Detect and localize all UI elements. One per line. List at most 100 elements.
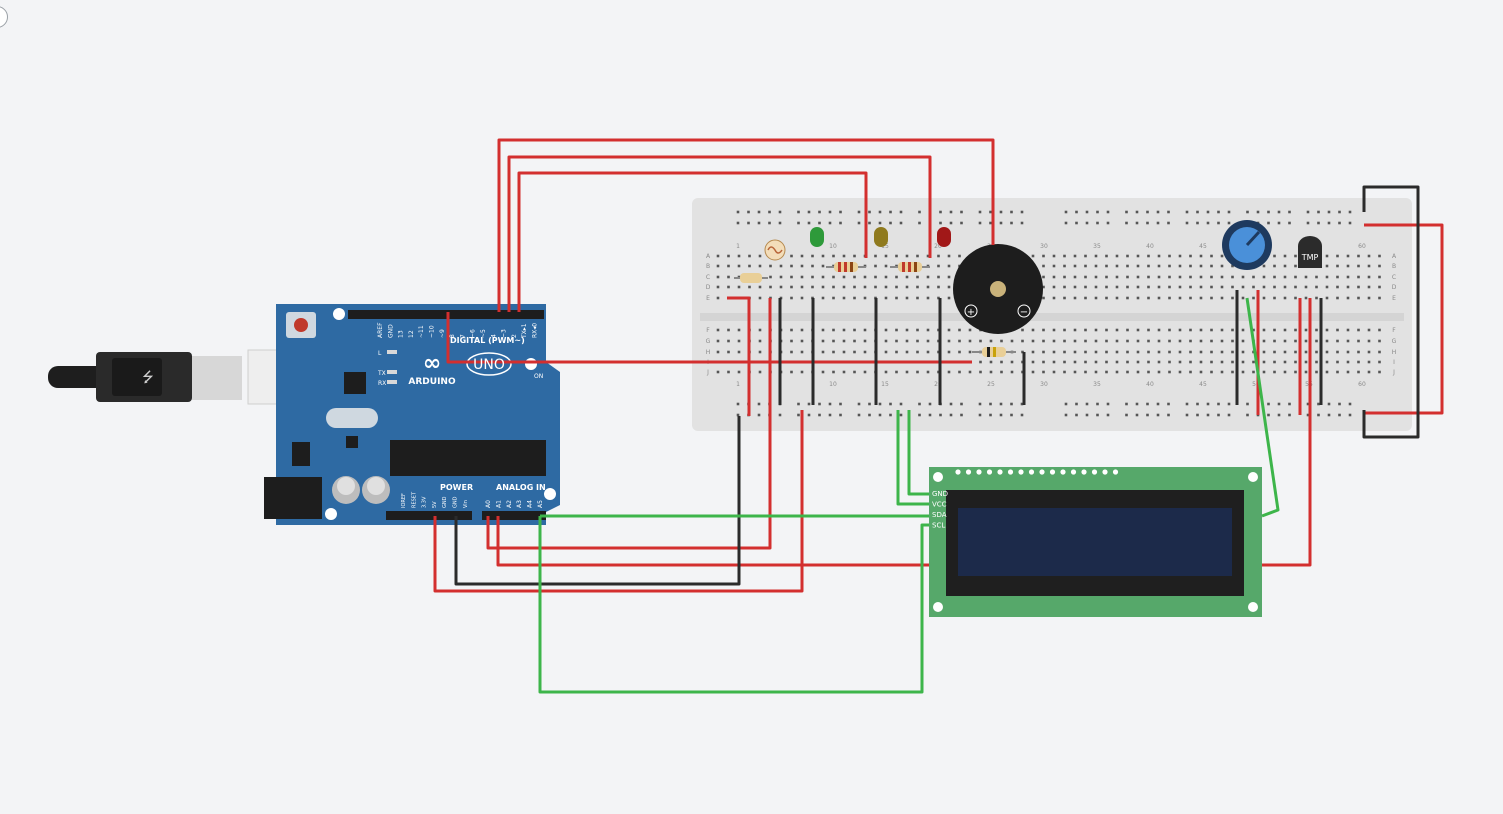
wire-red[interactable] xyxy=(1364,223,1444,415)
row-letter: D xyxy=(1392,284,1397,291)
analog-header-label: ANALOG IN xyxy=(496,483,546,492)
lcd-pin-label: VCC xyxy=(932,501,947,509)
resistor-3[interactable] xyxy=(890,262,930,272)
wire-black[interactable] xyxy=(454,416,741,586)
arduino-pin-label: ~10 xyxy=(429,325,436,338)
arduino-pin-label: ~11 xyxy=(418,325,425,338)
row-letter: E xyxy=(1392,295,1396,302)
row-letter: J xyxy=(1392,369,1395,376)
column-number: 10 xyxy=(829,243,837,250)
arduino-pin-label: ~5 xyxy=(480,329,487,338)
arduino-pin-label: ~9 xyxy=(439,329,446,338)
arduino-led-label: RX xyxy=(378,380,386,387)
arduino-pin-label: GND xyxy=(387,324,394,338)
column-number: 20 xyxy=(934,243,942,250)
arduino-uno-board[interactable]: ∞ xyxy=(264,304,560,525)
piezo-buzzer[interactable]: + − xyxy=(953,244,1043,334)
row-letter: B xyxy=(1392,263,1396,270)
wires[interactable] xyxy=(433,138,1444,694)
resistor-2[interactable] xyxy=(826,262,866,272)
on-led-label: ON xyxy=(534,373,543,380)
column-number: 30 xyxy=(1040,381,1048,388)
row-letter: A xyxy=(706,253,711,260)
wire-red[interactable] xyxy=(486,298,772,550)
wire-red[interactable] xyxy=(1262,298,1312,567)
svg-text:⭍: ⭍ xyxy=(142,370,154,386)
potentiometer[interactable] xyxy=(1222,220,1272,270)
arduino-pin-label: AREF xyxy=(377,322,384,338)
photoresistor[interactable] xyxy=(764,239,786,261)
wire-black[interactable] xyxy=(1362,185,1420,439)
wire-red[interactable] xyxy=(496,516,929,567)
row-letter: C xyxy=(1392,274,1396,281)
arduino-pin-label: RESET xyxy=(411,491,417,508)
arduino-brand-label: ARDUINO xyxy=(408,377,456,387)
arduino-pin-label: 12 xyxy=(408,330,415,338)
breadboard[interactable]: 1155101015152020252530303535404045455050… xyxy=(692,198,1412,431)
lcd-pin-label: GND xyxy=(932,490,948,498)
arduino-pin-label: ~3 xyxy=(501,329,508,338)
arduino-pin-label: A2 xyxy=(506,500,513,508)
column-number: 45 xyxy=(1199,381,1207,388)
arduino-pin-label: A5 xyxy=(537,500,544,508)
column-number: 60 xyxy=(1358,243,1366,250)
column-number: 1 xyxy=(736,243,740,250)
column-number: 35 xyxy=(1093,381,1101,388)
column-number: 1 xyxy=(736,381,740,388)
lcd-pin-label: SDA xyxy=(932,511,947,519)
wire-red[interactable] xyxy=(517,171,868,312)
row-letter: H xyxy=(706,349,711,356)
arduino-pin-label: GND xyxy=(453,496,459,508)
wire-green[interactable] xyxy=(907,410,929,496)
arduino-pin-label: 5V xyxy=(432,501,438,508)
temperature-sensor[interactable]: TMP xyxy=(1298,236,1322,268)
arduino-pin-label: 7 xyxy=(459,334,466,338)
led-red[interactable] xyxy=(937,227,951,247)
wire-green[interactable] xyxy=(896,410,929,506)
row-letter: C xyxy=(706,274,710,281)
wire-red[interactable] xyxy=(433,410,804,593)
wire-red[interactable] xyxy=(446,312,972,364)
column-number: 15 xyxy=(881,243,889,250)
row-letter: G xyxy=(1392,338,1397,345)
temperature-sensor-label: TMP xyxy=(1301,253,1319,262)
digital-header-label: DIGITAL (PWM~) xyxy=(450,336,525,345)
row-letter: H xyxy=(1392,349,1397,356)
arduino-pin-label: Vin xyxy=(463,500,469,508)
resistor-4[interactable] xyxy=(972,347,1016,357)
arduino-pin-label: 3.3V xyxy=(422,496,428,508)
column-number: 40 xyxy=(1146,243,1154,250)
arduino-pin-label: 8 xyxy=(449,334,456,338)
wire-red[interactable] xyxy=(497,138,995,312)
column-number: 50 xyxy=(1252,381,1260,388)
led-green[interactable] xyxy=(810,227,824,247)
arduino-pin-label: A4 xyxy=(527,500,534,508)
resistor-1[interactable] xyxy=(734,273,768,283)
row-letter: F xyxy=(1392,327,1396,334)
column-number: 25 xyxy=(987,381,995,388)
wire-red[interactable] xyxy=(507,155,932,312)
column-number: 35 xyxy=(1093,243,1101,250)
row-letter: J xyxy=(706,369,709,376)
arduino-pin-label: 2 xyxy=(511,334,518,338)
column-number: 45 xyxy=(1199,243,1207,250)
wire-red[interactable] xyxy=(727,296,751,416)
arduino-pin-label: 13 xyxy=(398,330,405,338)
svg-text:+: + xyxy=(967,307,975,318)
led-yellow[interactable] xyxy=(874,227,888,247)
row-letter: G xyxy=(706,338,711,345)
wire-green[interactable] xyxy=(538,516,929,694)
arduino-pin-label: IOREF xyxy=(401,493,407,508)
row-letter: B xyxy=(706,263,710,270)
column-number: 10 xyxy=(829,381,837,388)
arduino-pin-label: 4 xyxy=(490,334,497,338)
column-number: 40 xyxy=(1146,381,1154,388)
arduino-pin-label: A3 xyxy=(516,500,523,508)
arduino-led-label: L xyxy=(378,350,382,357)
wire-green[interactable] xyxy=(1245,297,1280,518)
row-letter: E xyxy=(706,295,710,302)
arduino-pin-label: RX◂0 xyxy=(532,323,539,338)
